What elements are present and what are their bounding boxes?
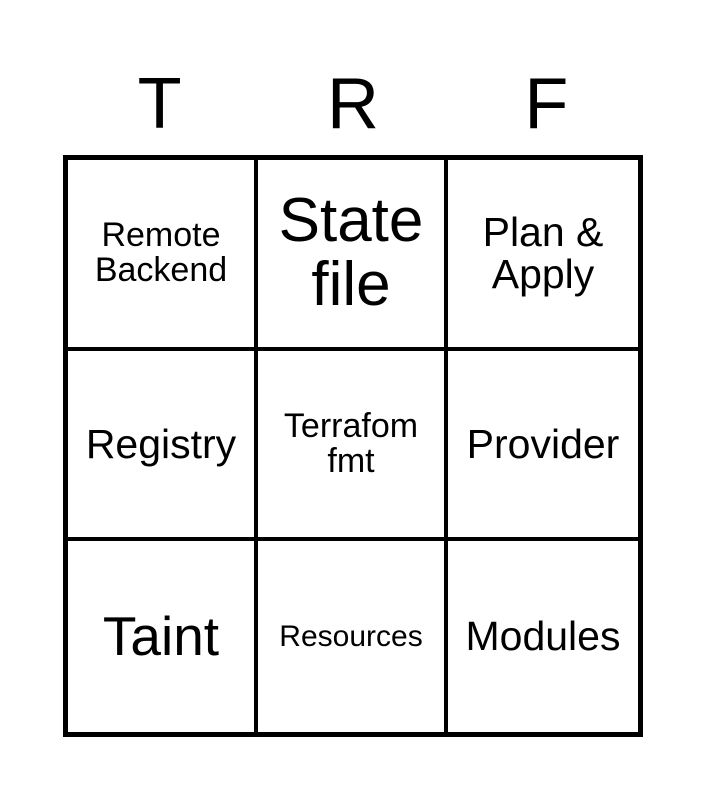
bingo-cell-label: Taint [102, 605, 220, 668]
header-letter-1: T [137, 63, 182, 144]
bingo-header-row: T R F [63, 56, 643, 151]
bingo-cell-r1c2[interactable]: State file [258, 160, 448, 351]
header-letter-2: R [326, 63, 379, 144]
bingo-cell-r1c3[interactable]: Plan & Apply [448, 160, 638, 351]
bingo-cell-label: Plan & Apply [482, 208, 604, 298]
bingo-cell-r3c3[interactable]: Modules [448, 541, 638, 732]
bingo-cell-r2c3[interactable]: Provider [448, 350, 638, 542]
bingo-grid: Remote Backend State file Plan & Apply R… [63, 155, 643, 737]
bingo-cell-label: Registry [85, 420, 237, 467]
bingo-cell-label: Terrafom fmt [283, 406, 419, 480]
bingo-cell-r1c1[interactable]: Remote Backend [68, 160, 258, 351]
bingo-cell-label: State file [278, 185, 424, 320]
bingo-cell-r2c2[interactable]: Terrafom fmt [258, 350, 448, 542]
bingo-cell-label: Provider [466, 420, 620, 467]
bingo-cell-r3c2[interactable]: Resources [258, 541, 448, 732]
header-letter-3: F [524, 63, 569, 144]
bingo-cell-r2c1[interactable]: Registry [68, 350, 258, 542]
bingo-cell-r3c1[interactable]: Taint [68, 541, 258, 732]
bingo-cell-label: Resources [279, 620, 423, 654]
bingo-cell-label: Remote Backend [94, 215, 228, 290]
bingo-cell-label: Modules [465, 613, 621, 660]
